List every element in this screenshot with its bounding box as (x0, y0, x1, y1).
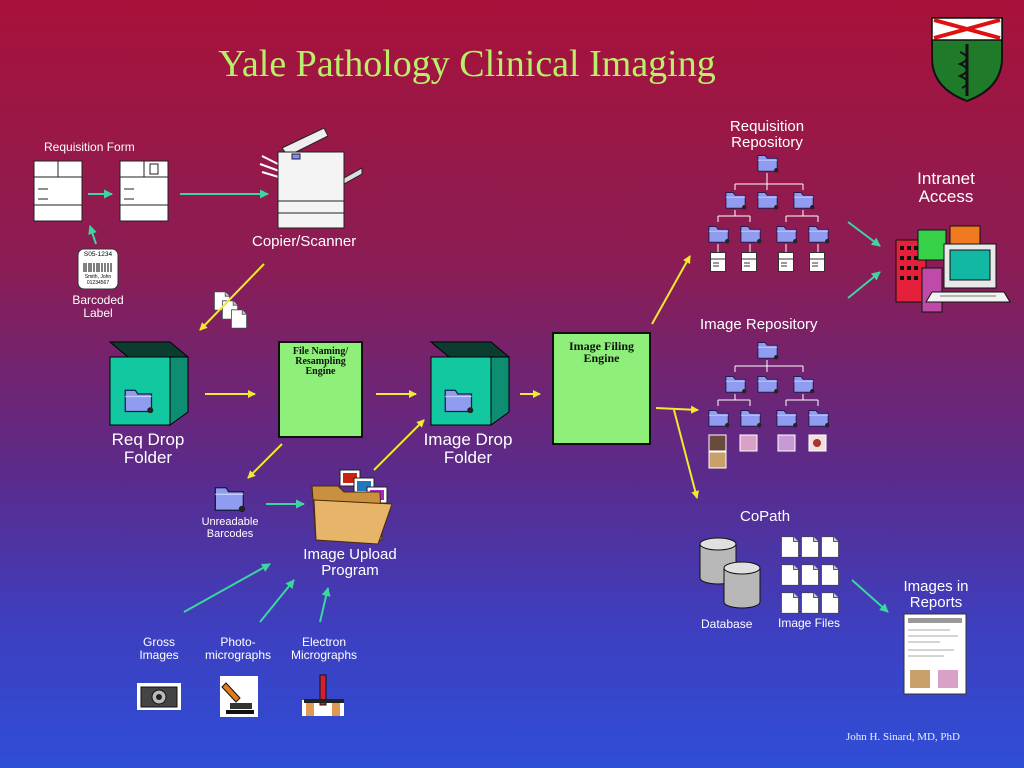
camera-icon (137, 683, 181, 710)
database-icon (699, 537, 761, 609)
image-filing-engine: Image Filing Engine (552, 332, 651, 445)
copath-label: CoPath (740, 508, 791, 525)
computer-icon (925, 243, 1011, 303)
image-upload-line1: Image Upload (303, 546, 397, 563)
report-icon (903, 613, 967, 695)
author-credit: John H. Sinard, MD, PhD (846, 731, 960, 743)
intranet-line2: Access (918, 186, 974, 206)
unreadable-barcodes-label: Unreadable Barcodes (194, 516, 266, 540)
folder-icon (214, 486, 246, 512)
barcode-number: 01234567 (86, 280, 110, 286)
image-files-label: Image Files (778, 616, 841, 630)
electron-line1: Electron (301, 635, 347, 649)
images-in-reports-label: Images in Reports (888, 579, 984, 611)
gross-line2: Images (139, 647, 179, 662)
electron-microscope-icon (302, 674, 344, 716)
file-naming-line1: File Naming/ (292, 346, 349, 357)
image-filing-engine-title: Image Filing Engine (554, 340, 649, 364)
document-form-icon (33, 160, 83, 222)
file-naming-engine-title: File Naming/ Resampling Engine (280, 347, 361, 377)
drop-box-icon (429, 341, 511, 426)
req-repo-line1: Requisition (729, 118, 805, 135)
image-thumbnails (708, 434, 827, 469)
unreadable-line1: Unreadable (201, 516, 259, 528)
req-repo-line2: Repository (731, 133, 803, 151)
yale-shield-icon (931, 17, 1003, 103)
document-form-icon (710, 252, 825, 272)
database-label: Database (701, 617, 753, 631)
image-upload-line2: Program (321, 561, 379, 579)
gross-images-label: Gross Images (126, 636, 192, 661)
image-drop-line2: Folder (443, 447, 493, 467)
copier-icon (259, 127, 363, 229)
intranet-line1: Intranet (917, 169, 975, 188)
file-naming-line3: Engine (305, 366, 336, 377)
images-reports-line2: Reports (909, 593, 963, 611)
barcode-icon (77, 248, 119, 290)
file-icon (781, 536, 839, 614)
file-naming-line2: Resampling (295, 356, 346, 367)
barcode-name: Smith, John (84, 274, 112, 280)
barcode-case: S05-1234 (83, 251, 113, 258)
file-naming-engine: File Naming/ Resampling Engine (278, 341, 363, 438)
open-folder-icon (311, 469, 393, 545)
photo-line2: micrographs (204, 647, 272, 662)
intranet-access-label: Intranet Access (896, 170, 996, 206)
unreadable-line2: Barcodes (206, 527, 254, 540)
image-filing-line1: Image Filing (569, 339, 634, 353)
folder-tree-icon (717, 173, 819, 254)
microscope-icon (220, 676, 258, 717)
barcoded-label-line2: Label (83, 305, 113, 320)
requisition-repository-label: Requisition Repository (712, 119, 822, 151)
image-drop-folder-label: Image Drop Folder (412, 431, 524, 467)
electron-line2: Micrographs (290, 647, 358, 662)
barcoded-label-line1: Barcoded (72, 293, 124, 307)
photomicrographs-label: Photo- micrographs (198, 636, 278, 661)
image-filing-line2: Engine (583, 351, 620, 365)
requisition-form-label: Requisition Form (44, 140, 135, 154)
photo-line1: Photo- (220, 635, 256, 649)
drop-box-icon (108, 341, 190, 426)
folder-icon (708, 342, 830, 428)
copier-scanner-label: Copier/Scanner (252, 233, 357, 250)
req-drop-line1: Req Drop (111, 430, 185, 449)
folder-tree-icon (717, 360, 819, 406)
page-title: Yale Pathology Clinical Imaging (218, 43, 716, 85)
image-upload-program-label: Image Upload Program (292, 547, 408, 579)
folder-icon (708, 155, 830, 244)
document-form-icon (119, 160, 169, 222)
flow-arrows (88, 189, 889, 623)
electron-micrographs-label: Electron Micrographs (284, 636, 364, 661)
req-drop-line2: Folder (123, 447, 173, 467)
image-drop-line1: Image Drop (423, 430, 513, 449)
images-reports-line1: Images in (903, 578, 969, 595)
barcoded-label-text: Barcoded Label (62, 294, 134, 319)
req-drop-folder-label: Req Drop Folder (96, 431, 200, 467)
image-repository-label: Image Repository (700, 316, 818, 333)
gross-line1: Gross (142, 635, 175, 649)
